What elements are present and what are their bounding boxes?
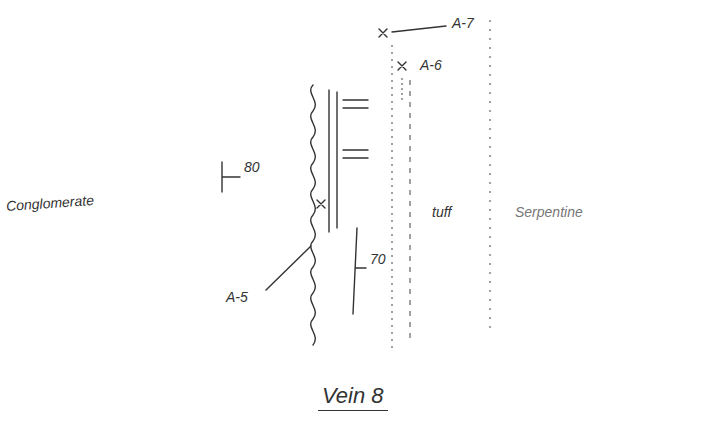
vein-wall: [336, 92, 337, 228]
bedding-mark: [343, 99, 368, 100]
bedding-mark: [343, 157, 368, 158]
strike-dip-symbol: [222, 162, 240, 192]
contact-line: [401, 78, 402, 100]
leader-line: [392, 26, 446, 32]
contact-line: [391, 45, 392, 350]
contact-line: [409, 80, 410, 340]
sample-label: A-6: [420, 58, 442, 72]
rock-unit-label: Serpentine: [515, 205, 583, 219]
rock-unit-label: tuff: [432, 205, 451, 219]
sample-label: A-7: [452, 16, 474, 30]
vein-wall: [328, 90, 329, 232]
fault-trace: [311, 85, 316, 345]
sample-mark: [317, 200, 325, 208]
bedding-mark: [343, 107, 368, 108]
strike-dip-symbol: [353, 228, 366, 314]
dip-value: 80: [244, 160, 260, 174]
leader-line: [266, 246, 311, 290]
bedding-mark: [343, 149, 368, 150]
sample-label: A-5: [226, 290, 248, 304]
dip-value: 70: [370, 252, 386, 266]
sample-mark: [398, 62, 406, 70]
rock-unit-label: Conglomerate: [6, 193, 95, 213]
sample-mark: [379, 29, 387, 37]
contact-line: [489, 20, 490, 330]
sketch-title: Vein 8: [318, 384, 388, 411]
